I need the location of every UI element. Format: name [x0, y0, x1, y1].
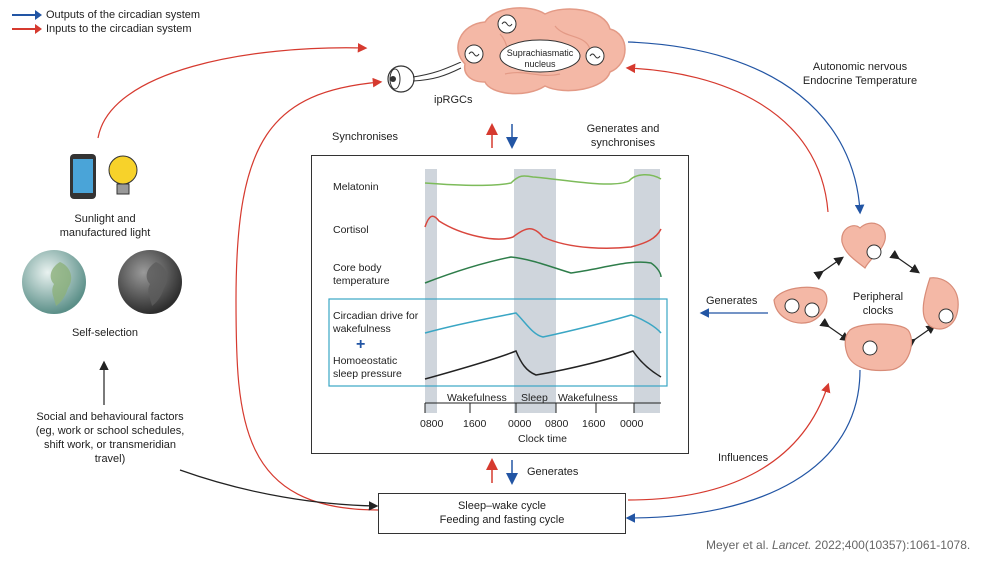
synchronises-label: Synchronises [332, 131, 399, 143]
chart-box [311, 155, 689, 454]
chart-row-label-melatonin: Melatonin [333, 181, 379, 193]
self-selection-label: Self-selection [71, 327, 139, 339]
light-to-brain-arrow [97, 43, 368, 139]
sleep-band-0 [425, 169, 437, 413]
liver-icon [773, 286, 828, 324]
chart-row-label-circadian-drive: Circadian drive for wakefulness [333, 310, 419, 335]
legend-outputs: Outputs of the circadian system [12, 9, 200, 21]
sleep-band-2 [634, 169, 660, 413]
curve-3 [424, 312, 662, 338]
sleep-cycle-box: Sleep–wake cycle Feeding and fasting cyc… [378, 493, 626, 534]
generates-sync-label: Generates and synchronises [586, 123, 660, 149]
phone-and-bulb-icons [70, 154, 138, 199]
plus-sign: + [356, 336, 366, 353]
curve-0 [424, 174, 662, 187]
phase-label-wake-1: Wakefulness [447, 392, 507, 404]
scn-label: Suprachiasmatic nucleus [506, 48, 574, 69]
phase-label-wake-2: Wakefulness [558, 392, 618, 404]
citation: Meyer et al. Lancet. 2022;400(10357):106… [706, 538, 970, 552]
phase-label-sleep: Sleep [521, 392, 548, 404]
social-to-cycle-arrow [179, 469, 379, 511]
sleep-band-1 [514, 169, 556, 413]
brain-to-peripheral-arrow [627, 41, 865, 215]
x-tick-5: 0000 [620, 418, 644, 430]
x-tick-1: 1600 [463, 418, 487, 430]
highlight-box [328, 298, 668, 387]
influences-label: Influences [718, 452, 769, 464]
sleep-cycle-line2: Feeding and fasting cycle [439, 514, 565, 526]
autonomic-label: Autonomic nervous Endocrine Temperature [802, 61, 918, 87]
chart-row-label-cortisol: Cortisol [333, 224, 369, 236]
chart-row-label-sleep-pressure: Homoeostatic sleep pressure [333, 355, 402, 380]
peripheral-to-cycle-arrow [625, 369, 861, 523]
peripheral-to-brain-arrow [625, 63, 829, 213]
intestine-icon [844, 323, 912, 372]
eye-icon [387, 62, 462, 93]
legend-inputs: Inputs to the circadian system [12, 23, 200, 35]
sleep-cycle-line1: Sleep–wake cycle [457, 500, 547, 512]
globe-icons [22, 250, 182, 314]
heart-icon [841, 222, 886, 269]
x-axis-label: Clock time [518, 433, 568, 445]
light-bulb-icon [108, 155, 138, 195]
citation-journal: Lancet. [772, 538, 812, 552]
curve-1 [424, 215, 662, 249]
blue-arrow-icon [12, 10, 42, 20]
x-tick-0: 0800 [420, 418, 444, 430]
circadian-chart [328, 169, 668, 413]
legend-inputs-label: Inputs to the circadian system [46, 23, 192, 35]
curve-4 [424, 350, 662, 380]
x-tick-2: 0000 [508, 418, 532, 430]
chart-row-label-core-temp: Core body temperature [333, 262, 390, 287]
legend: Outputs of the circadian system Inputs t… [12, 9, 200, 35]
curve-2 [424, 256, 662, 284]
light-label: Sunlight and manufactured light [59, 213, 151, 239]
peripheral-organs [773, 222, 959, 372]
brain-illustration [457, 7, 626, 95]
citation-details: 2022;400(10357):1061-1078. [814, 538, 971, 552]
legend-outputs-label: Outputs of the circadian system [46, 9, 201, 21]
x-tick-4: 1600 [582, 418, 606, 430]
iprgcs-label: ipRGCs [434, 94, 473, 106]
red-arrow-icon [12, 24, 42, 34]
generates-right-label: Generates [706, 295, 758, 307]
cycle-to-eye-arrow [235, 77, 383, 511]
citation-authors: Meyer et al. [706, 538, 769, 552]
organ-links [813, 249, 936, 349]
social-factors-label: Social and behavioural factors (eg, work… [35, 411, 185, 465]
peripheral-clocks-label: Peripheral clocks [852, 291, 904, 317]
generates-bottom-label: Generates [527, 466, 579, 478]
cycle-to-peripheral-arrow [627, 382, 831, 501]
x-tick-3: 0800 [545, 418, 569, 430]
